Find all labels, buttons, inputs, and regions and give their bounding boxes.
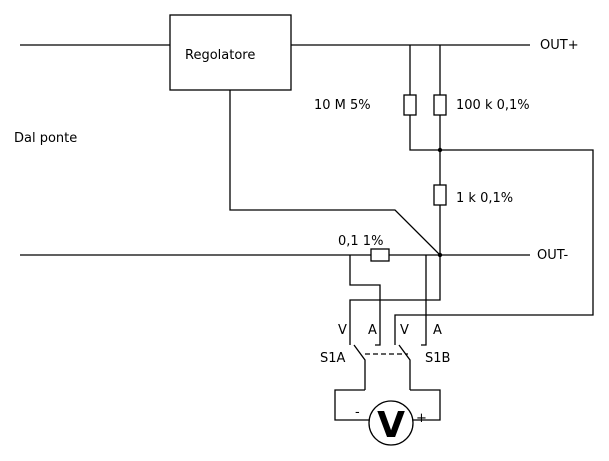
out-plus-label: OUT+ <box>540 38 579 53</box>
s1b-label: S1B <box>425 351 450 366</box>
resistor-shunt <box>370 248 390 262</box>
resistor-100k <box>433 94 447 116</box>
r10m-label: 10 M 5% <box>314 98 371 113</box>
s1a-v-label: V <box>338 323 347 338</box>
s1a-a-label: A <box>368 323 377 338</box>
meter-positive-wire <box>410 389 441 421</box>
r1k-label: 1 k 0,1% <box>456 191 513 206</box>
s1a-label: S1A <box>320 351 346 366</box>
divider-to-s1b-v-wire <box>394 149 594 345</box>
meter-minus-label: - <box>355 405 360 420</box>
switch-s1a-blade <box>353 344 366 390</box>
shunt-left-to-s1a-a-wire <box>349 255 381 346</box>
out-minus-to-s1a-v-wire <box>349 255 441 345</box>
r10m-bottom-wire <box>409 115 440 151</box>
source-label: Dal ponte <box>14 131 77 146</box>
meter-plus-label: + <box>416 411 427 426</box>
s1b-a-label: A <box>433 323 442 338</box>
r100k-label: 100 k 0,1% <box>456 98 530 113</box>
voltmeter-symbol: V <box>377 405 405 446</box>
resistor-1k <box>433 184 447 206</box>
out-minus-label: OUT- <box>537 248 568 263</box>
s1b-v-label: V <box>400 323 409 338</box>
voltmeter-icon <box>368 400 414 446</box>
regulator-adjust-wire <box>229 90 441 256</box>
resistor-10m <box>403 94 417 116</box>
switch-s1b-blade <box>398 344 411 390</box>
meter-negative-wire <box>334 389 369 421</box>
shunt-right-to-s1b-a-wire <box>421 255 427 346</box>
shunt-label: 0,1 1% <box>338 234 383 249</box>
regulator-label: Regolatore <box>185 48 255 63</box>
